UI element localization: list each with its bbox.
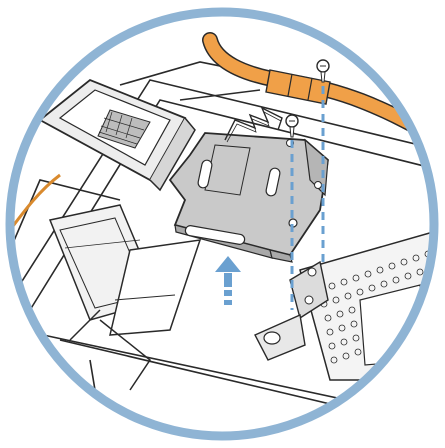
up-arrow-icon (215, 256, 241, 305)
screw-icon (316, 59, 330, 83)
frame-ring (5, 7, 439, 441)
metal-bracket (168, 106, 329, 263)
drive-unit (38, 78, 196, 192)
connector-bracket (254, 260, 329, 361)
ribbon-cable (69, 239, 202, 391)
screw-icon (285, 114, 299, 138)
orange-cable (202, 32, 432, 148)
screw-guide-lines (290, 86, 325, 310)
